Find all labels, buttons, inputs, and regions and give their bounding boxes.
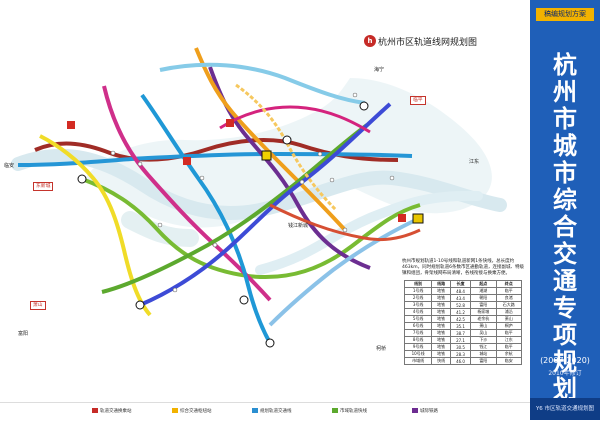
- network-description: 杭州市规划轨道1-10号线和轨道新网1条快线，总长度约463km，同时规划轨道6…: [402, 259, 524, 276]
- title-char: 州: [553, 78, 577, 106]
- title-char: 合: [553, 213, 577, 241]
- planning-logo: h: [364, 35, 376, 47]
- title-char: 城: [553, 132, 577, 160]
- map-label-dongxincheng: 东新城: [33, 182, 54, 191]
- title-char: 市: [553, 105, 577, 133]
- table-header-start: 起点: [470, 280, 497, 288]
- map-label-keqiao: 柯桥: [376, 346, 387, 352]
- table-header-type: 线路: [431, 280, 451, 288]
- rail-network-map: [11, 47, 507, 348]
- table-header-end: 终点: [495, 280, 523, 288]
- vertical-plan-title: 杭 州 市 城 市 综 合 交 通 专 项 规 划: [538, 52, 592, 403]
- table-header-length: 长度: [449, 280, 472, 288]
- map-label-fuyang: 富阳: [18, 331, 29, 337]
- map-label-haining: 海宁: [374, 67, 385, 73]
- legend-swatch: [252, 408, 258, 413]
- title-char: 专: [553, 294, 577, 322]
- legend-swatch: [412, 408, 418, 413]
- legend-swatch: [172, 408, 178, 413]
- title-char: 通: [553, 267, 577, 295]
- title-char: 综: [553, 186, 577, 214]
- map-label-linping: 临平: [410, 96, 426, 105]
- legend-item: 规划轨道交通线: [252, 408, 292, 414]
- legend-item: 综合交通枢纽站: [172, 408, 212, 414]
- title-char: 规: [553, 348, 577, 376]
- legend-item: 城际铁路: [412, 408, 438, 414]
- table-header-line: 线别: [403, 280, 433, 288]
- edition-note: 2010年修订: [548, 370, 582, 377]
- table-header-row: 线别 线路 长度 起点 终点: [403, 280, 523, 288]
- footer-caption: Y6 市区轨道交通规划图: [530, 398, 600, 420]
- map-title: 杭州市区轨道线网规划图: [378, 38, 478, 48]
- title-char: 项: [553, 321, 577, 349]
- vertical-title-sidebar: [530, 0, 600, 420]
- title-char: 市: [553, 159, 577, 187]
- title-char: 杭: [553, 51, 577, 79]
- legend-swatch: [332, 408, 338, 413]
- map-label-jiangdong: 江东: [469, 159, 480, 165]
- planning-period: (2007-2020): [540, 356, 590, 365]
- map-label-xiaoshan: 萧山: [30, 301, 46, 310]
- legend-swatch: [92, 408, 98, 413]
- plan-tag: 稿编规划方案: [536, 8, 594, 21]
- map-legend: 轨道交通换乘站 综合交通枢纽站 规划轨道交通线 市域轨道快线 城际铁路: [0, 402, 530, 421]
- legend-item: 轨道交通换乘站: [92, 408, 132, 414]
- map-label-linan: 临安: [4, 163, 15, 169]
- legend-item: 市域轨道快线: [332, 408, 367, 414]
- title-char: 交: [553, 240, 577, 268]
- map-label-qianjiang-newtown: 钱江新城: [288, 223, 309, 229]
